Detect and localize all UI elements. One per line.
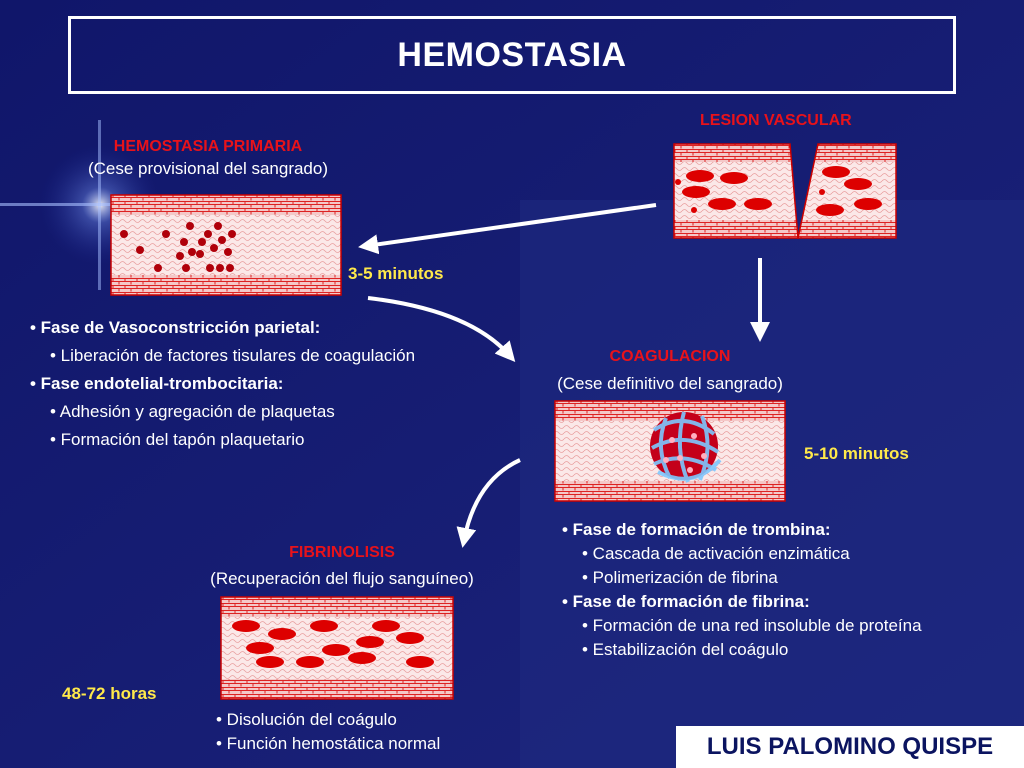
list-item: • Fase de formación de trombina: <box>562 520 831 539</box>
primaria-vessel-illustration <box>110 194 342 296</box>
lesion-label: LESION VASCULAR <box>700 112 852 129</box>
author-label: LUIS PALOMINO QUISPE <box>676 726 1024 768</box>
list-item: • Disolución del coágulo <box>216 710 397 729</box>
fibrinolisis-vessel-illustration <box>220 596 454 700</box>
fibrinolisis-subtitle: (Recuperación del flujo sanguíneo) <box>210 569 474 588</box>
fibrinolisis-time: 48-72 horas <box>62 684 157 703</box>
coagulacion-vessel-illustration <box>554 400 786 502</box>
list-item: • Formación del tapón plaquetario <box>50 430 305 449</box>
list-item: • Cascada de activación enzimática <box>582 544 850 563</box>
list-item: • Fase endotelial-trombocitaria: <box>30 374 284 393</box>
title-box: HEMOSTASIA <box>68 16 956 94</box>
primaria-title: HEMOSTASIA PRIMARIA <box>113 138 303 155</box>
primaria-bullet-list: • Fase de Vasoconstricción parietal: • L… <box>30 314 415 454</box>
list-item: • Fase de Vasoconstricción parietal: <box>30 318 321 337</box>
primaria-subtitle: (Cese provisional del sangrado) <box>87 159 329 178</box>
list-item: • Formación de una red insoluble de prot… <box>582 616 922 635</box>
primaria-time: 3-5 minutos <box>348 264 444 283</box>
list-item: • Polimerización de fibrina <box>582 568 778 587</box>
fibrinolisis-bullet-list: • Disolución del coágulo • Función hemos… <box>216 708 440 756</box>
arrow-primaria-to-coagulacion <box>367 296 516 363</box>
list-item: • Estabilización del coágulo <box>582 640 789 659</box>
fibrinolisis-title: FIBRINOLISIS <box>289 544 395 561</box>
coagulacion-time: 5-10 minutos <box>804 444 909 463</box>
coagulacion-title: COAGULACION <box>609 348 731 365</box>
list-item: • Fase de formación de fibrina: <box>562 592 810 611</box>
arrow-coagulacion-to-fibrinolisis <box>456 458 521 548</box>
lesion-vessel-illustration <box>673 143 897 239</box>
list-item: • Liberación de factores tisulares de co… <box>50 346 416 365</box>
coagulacion-bullet-list: • Fase de formación de trombina: • Casca… <box>562 518 922 662</box>
list-item: • Adhesión y agregación de plaquetas <box>50 402 335 421</box>
arrow-lesion-to-primaria <box>358 203 657 255</box>
list-item: • Función hemostática normal <box>216 734 441 753</box>
page-title: HEMOSTASIA <box>397 35 627 74</box>
coagulacion-subtitle: (Cese definitivo del sangrado) <box>557 374 783 393</box>
